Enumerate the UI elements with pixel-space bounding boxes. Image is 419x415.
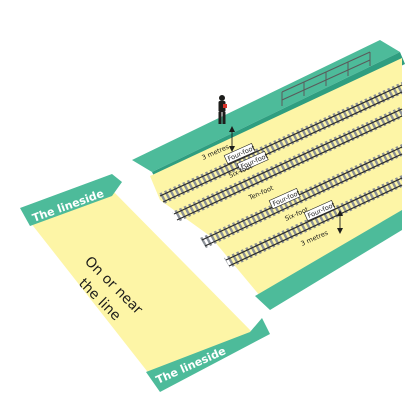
- person-icon: [218, 95, 227, 124]
- track-2: [172, 106, 403, 222]
- track-3: [200, 144, 403, 248]
- tracks: [158, 82, 403, 268]
- track-1: [158, 82, 403, 204]
- fence-icon: [281, 51, 371, 106]
- track-4: [224, 175, 403, 268]
- lineside-platform-right: [255, 210, 402, 310]
